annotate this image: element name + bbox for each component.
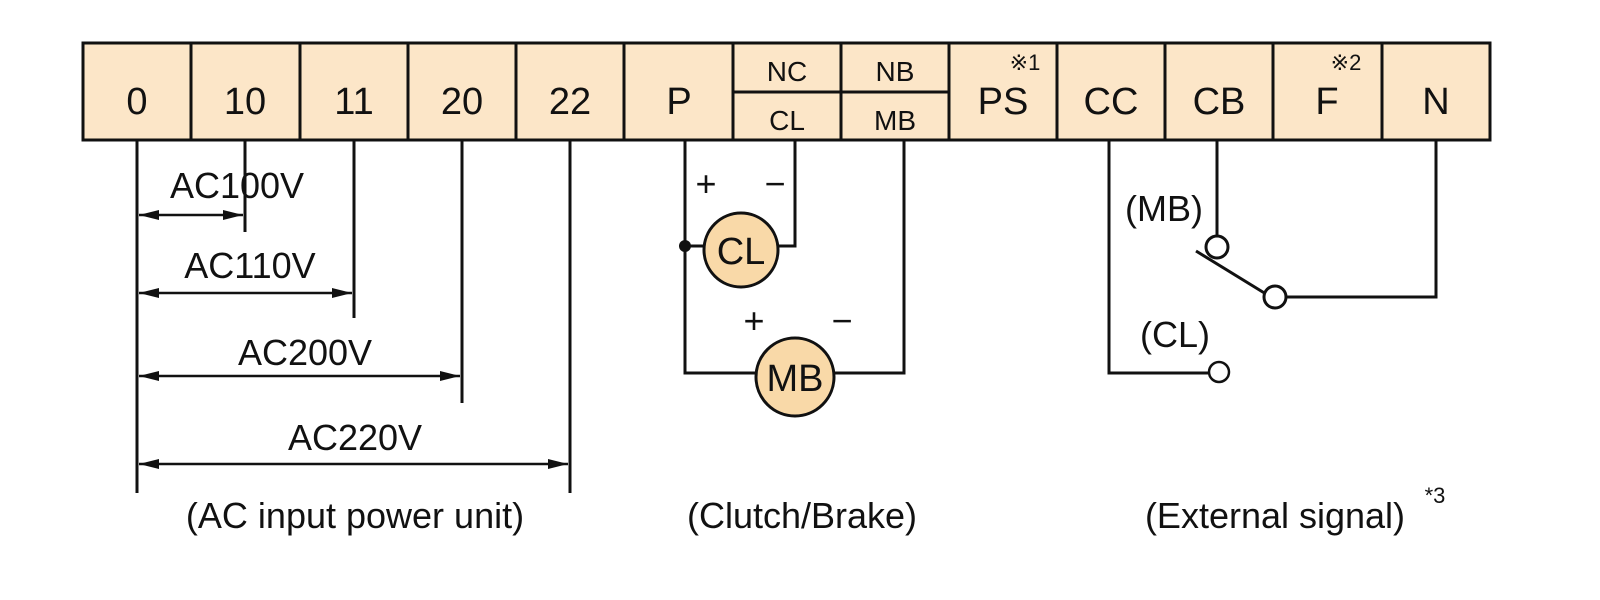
voltage-ac110v: AC110V xyxy=(184,245,315,286)
mb-contact-label: (MB) xyxy=(1125,188,1203,229)
terminal-nb: NB xyxy=(876,56,915,87)
clutch-brake-section: CL MB + − + − (Clutch/Brake) xyxy=(679,140,917,536)
voltage-ac220v: AC220V xyxy=(288,417,422,458)
terminal-f-note: ※2 xyxy=(1331,50,1362,75)
terminal-22: 22 xyxy=(549,81,591,123)
mb-contact-terminal xyxy=(1204,234,1230,260)
voltage-ac100v: AC100V xyxy=(170,165,304,206)
terminal-ps-note: ※1 xyxy=(1010,50,1041,75)
wire-cl-return xyxy=(777,140,797,248)
common-contact-terminal xyxy=(1262,284,1288,310)
terminal-n: N xyxy=(1422,81,1449,123)
terminal-11: 11 xyxy=(334,81,373,123)
wire-p-common xyxy=(683,140,757,375)
caption-ac-input-power-unit: (AC input power unit) xyxy=(186,495,524,536)
terminal-cl: CL xyxy=(769,105,805,136)
terminal-20: 20 xyxy=(441,81,483,123)
terminal-p: P xyxy=(666,81,691,123)
terminal-mb: MB xyxy=(874,105,916,136)
caption-external-signal: (External signal) xyxy=(1145,495,1405,536)
cl-coil xyxy=(702,211,780,289)
external-signal-section: (MB) (CL) (External signal) *3 xyxy=(1107,140,1446,536)
cl-contact-terminal xyxy=(1207,360,1231,384)
voltage-ac200v: AC200V xyxy=(238,332,372,373)
caption-external-note: *3 xyxy=(1425,483,1446,508)
cl-contact-label: (CL) xyxy=(1140,314,1210,355)
cl-plus-sign: + xyxy=(695,163,716,204)
terminal-nc: NC xyxy=(767,56,807,87)
wire-mb-return xyxy=(833,140,906,375)
mb-minus-sign: − xyxy=(831,300,852,341)
mb-plus-sign: + xyxy=(743,300,764,341)
wire-n xyxy=(1286,140,1438,299)
wire-cc xyxy=(1107,140,1209,375)
terminal-f: F xyxy=(1315,81,1338,123)
terminal-10: 10 xyxy=(224,81,266,123)
terminal-block: 0 10 11 20 22 P NC CL NB MB PS ※1 CC CB … xyxy=(81,41,1492,142)
junction-dot xyxy=(679,240,691,252)
switch-blade xyxy=(1195,249,1267,296)
terminal-0: 0 xyxy=(126,81,147,123)
mb-coil xyxy=(754,336,836,418)
mb-coil-label: MB xyxy=(767,358,824,400)
ac-input-power-section: AC100V AC110V AC200V AC220V (AC input po… xyxy=(135,140,572,536)
cl-coil-label: CL xyxy=(717,231,766,273)
cl-minus-sign: − xyxy=(764,163,785,204)
terminal-cc: CC xyxy=(1084,81,1139,123)
caption-clutch-brake: (Clutch/Brake) xyxy=(687,495,917,536)
terminal-ps: PS xyxy=(978,81,1029,123)
terminal-cb: CB xyxy=(1193,81,1246,123)
